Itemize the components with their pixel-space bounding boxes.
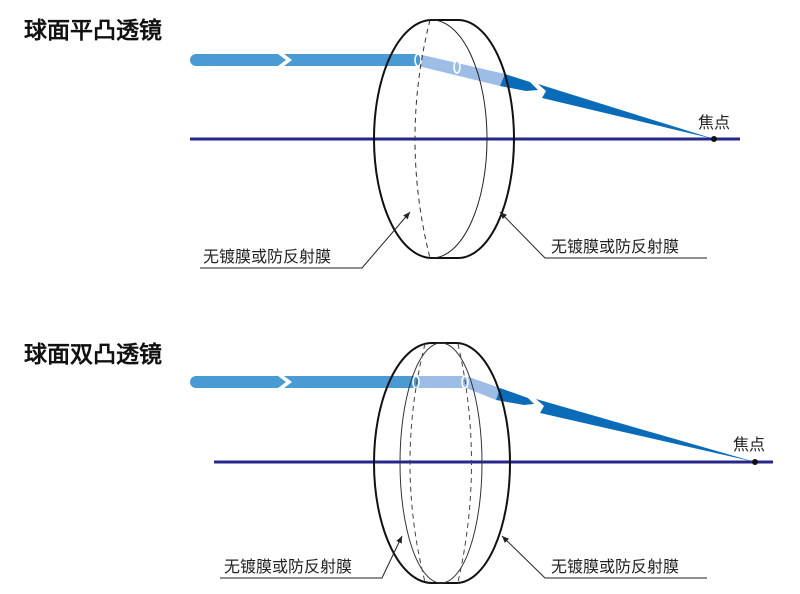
right-leader-line (499, 211, 707, 259)
right-coating-label: 无镀膜或防反射膜 (551, 237, 679, 256)
right-coating-label: 无镀膜或防反射膜 (551, 557, 679, 576)
outgoing-beam (496, 388, 755, 462)
biconvex-lens (373, 342, 511, 584)
beam-in-lens (416, 376, 500, 400)
incoming-beam (190, 54, 418, 66)
plano-convex-diagram: 球面平凸透镜 焦点 无镀膜或防反射膜 无镀膜或防反射膜 (24, 17, 740, 269)
focal-point (711, 136, 717, 142)
right-leader-line (501, 535, 707, 579)
beam-in-lens (418, 54, 505, 86)
left-coating-label: 无镀膜或防反射膜 (203, 247, 331, 266)
biconvex-diagram: 球面双凸透镜 焦点 无镀膜或防反射膜 无镀膜或防反射膜 (24, 341, 773, 584)
left-leader-line (220, 535, 403, 579)
entry-point (414, 53, 422, 67)
outgoing-beam (500, 74, 714, 139)
exit-point (453, 60, 461, 74)
left-coating-label: 无镀膜或防反射膜 (224, 557, 352, 576)
plano-convex-lens (373, 19, 515, 259)
focus-label: 焦点 (733, 435, 765, 454)
incoming-beam (190, 376, 416, 388)
left-leader-line (200, 211, 411, 269)
diagram-title: 球面双凸透镜 (24, 341, 162, 368)
focus-label: 焦点 (698, 113, 730, 132)
focal-point (752, 459, 758, 465)
diagram-title: 球面平凸透镜 (24, 17, 162, 44)
entry-point (412, 375, 420, 389)
